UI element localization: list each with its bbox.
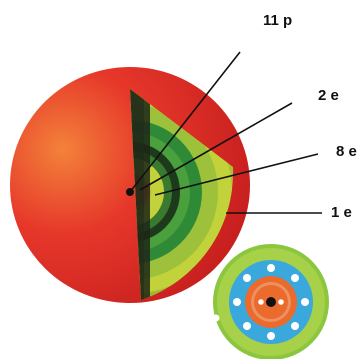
inset-nucleus-dot bbox=[266, 297, 276, 307]
label-protons: 11 p bbox=[263, 13, 292, 28]
label-shell-3: 1 e bbox=[331, 205, 352, 220]
label-shell-1: 2 e bbox=[318, 88, 339, 103]
inset-outer-electron bbox=[213, 315, 220, 322]
label-shell-2: 8 e bbox=[336, 144, 357, 159]
inset-orbital-model bbox=[213, 244, 330, 359]
